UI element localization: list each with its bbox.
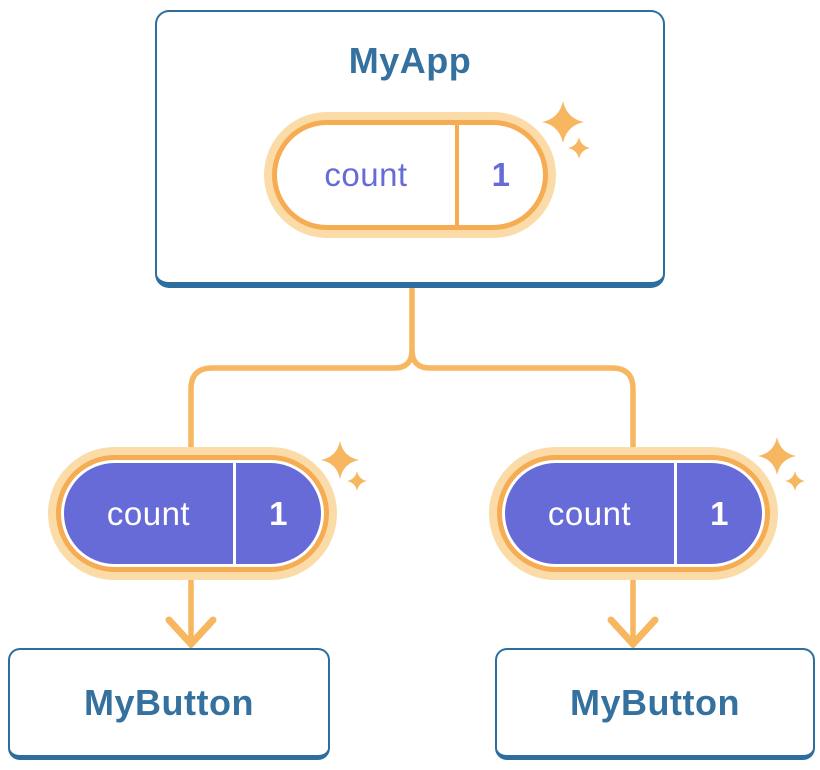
pill-divider — [455, 125, 459, 225]
left-child-component-card: MyButton — [8, 648, 330, 760]
state-name-label: count — [324, 156, 408, 193]
left-child-component-title: MyButton — [84, 681, 254, 723]
right-child-component-title: MyButton — [570, 681, 740, 723]
sparkle-icon — [758, 437, 805, 491]
sparkle-icon — [321, 441, 367, 491]
state-name-label: count — [106, 494, 191, 532]
branch-line-left — [188, 277, 415, 644]
root-component-card: MyApp count 1 — [155, 10, 665, 288]
root-component-title: MyApp — [348, 40, 472, 81]
state-value-label: 1 — [491, 156, 511, 193]
root-state-pill: count 1 — [277, 125, 543, 225]
state-value-label: 1 — [269, 494, 288, 532]
right-child-state-pill: count 1 — [505, 463, 762, 564]
arrow-head-left-icon — [165, 616, 217, 650]
pill-divider — [674, 463, 677, 564]
state-name-label: count — [547, 494, 632, 532]
arrow-head-right-icon — [607, 616, 659, 650]
right-child-component-card: MyButton — [495, 648, 815, 760]
state-value-label: 1 — [710, 494, 729, 532]
left-child-state-pill: count 1 — [64, 463, 321, 564]
